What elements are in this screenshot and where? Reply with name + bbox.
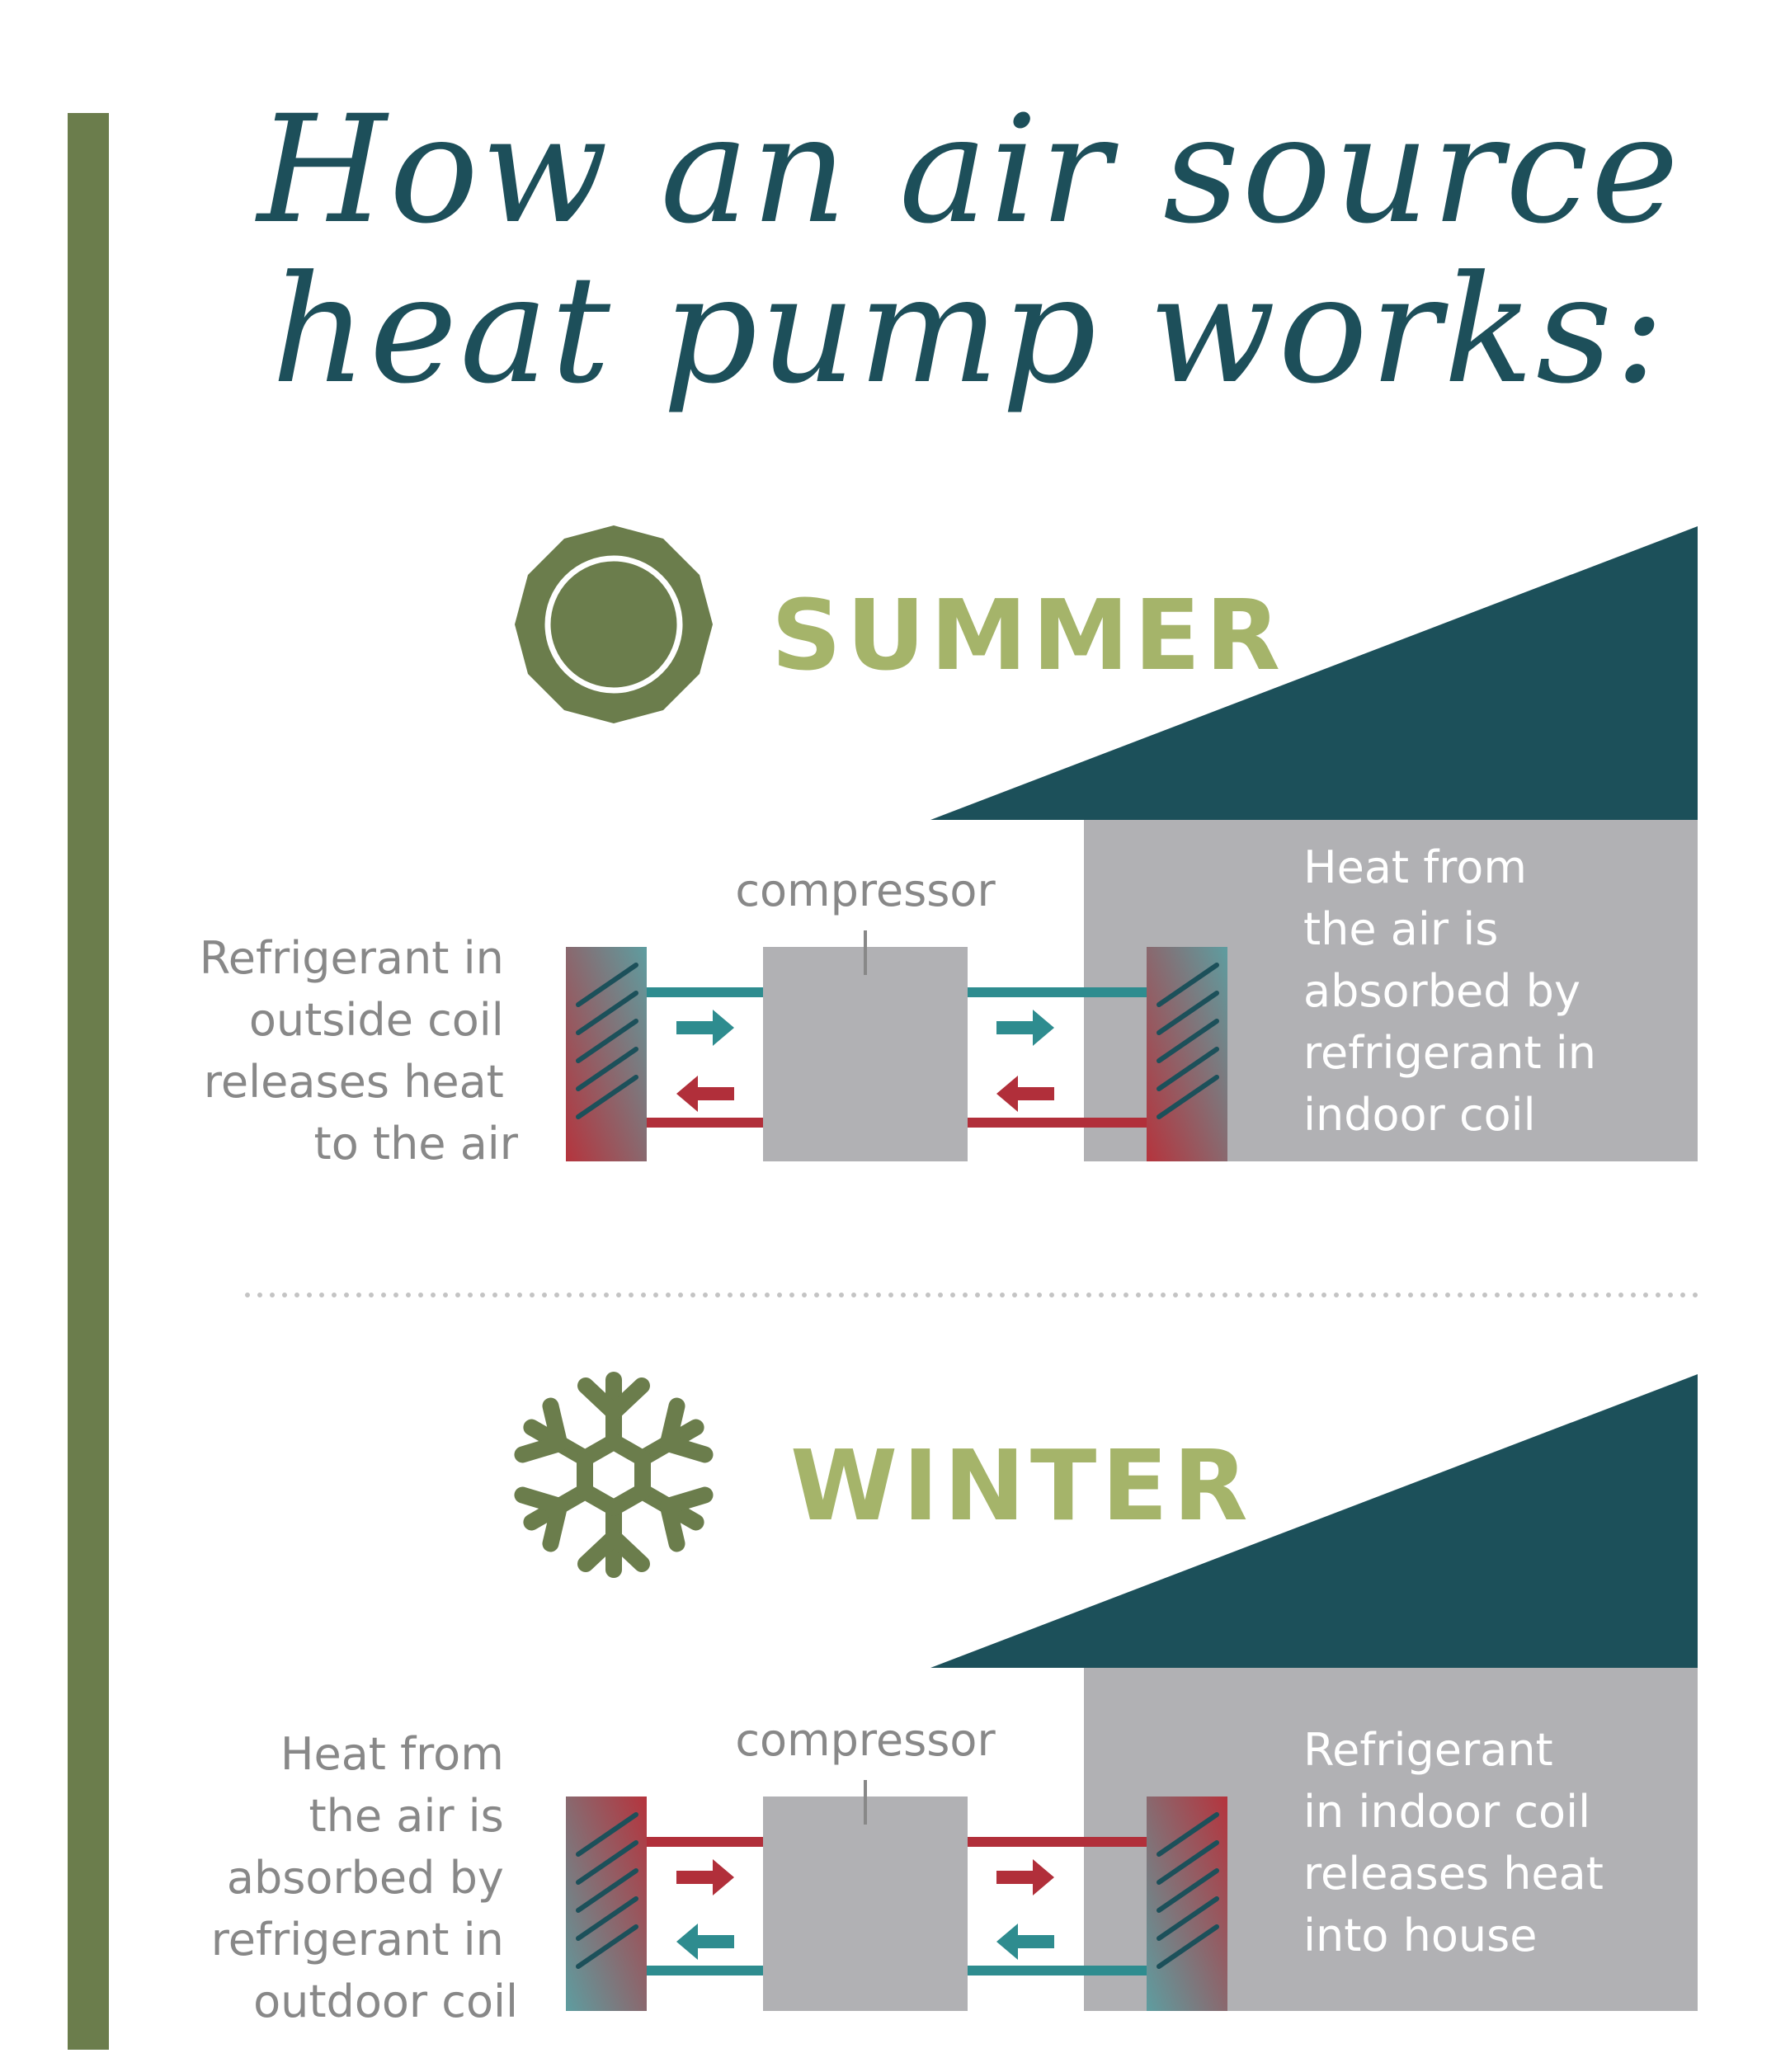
winter-pipe-bottom-left <box>647 1966 763 1975</box>
winter-section: WINTER compressor <box>211 1372 1698 2027</box>
sun-icon <box>515 525 713 723</box>
summer-outdoor-description: Refrigerant in outside coil releases hea… <box>200 932 519 1170</box>
summer-pipe-top-left <box>647 987 763 997</box>
summer-indoor-coil <box>1147 947 1227 1161</box>
winter-indoor-coil <box>1147 1797 1227 2011</box>
winter-label: WINTER <box>790 1429 1253 1542</box>
winter-pipe-bottom-right <box>968 1966 1147 1975</box>
summer-arrow-right-indoor <box>996 1010 1054 1046</box>
summer-arrow-left-indoor <box>996 1076 1054 1112</box>
winter-compressor-label: compressor <box>735 1714 996 1766</box>
winter-pipe-top-right <box>968 1837 1147 1847</box>
summer-arrow-right-outdoor <box>676 1010 734 1046</box>
winter-arrow-right-outdoor <box>676 1859 734 1895</box>
summer-pipe-bottom-right <box>968 1118 1147 1128</box>
winter-arrow-right-indoor <box>996 1859 1054 1895</box>
winter-pipe-top-left <box>647 1837 763 1847</box>
winter-outdoor-coil <box>566 1797 647 2011</box>
summer-outdoor-coil <box>566 947 647 1161</box>
page-title-line-2: heat pump works: <box>271 244 1667 417</box>
winter-arrow-left-outdoor <box>676 1924 734 1960</box>
summer-compressor-label: compressor <box>735 864 996 916</box>
summer-pipe-bottom-left <box>647 1118 763 1128</box>
winter-arrow-left-indoor <box>996 1924 1054 1960</box>
summer-pipe-top-right <box>968 987 1147 997</box>
summer-compressor <box>763 947 968 1161</box>
winter-outdoor-description: Heat from the air is absorbed by refrige… <box>211 1728 518 2027</box>
accent-bar <box>68 113 109 2050</box>
winter-roof <box>930 1374 1698 1668</box>
summer-arrow-left-outdoor <box>676 1076 734 1112</box>
page-title-line-1: How an air source <box>255 84 1681 257</box>
snowflake-icon <box>514 1372 714 1578</box>
winter-compressor <box>763 1797 968 2011</box>
summer-roof <box>930 526 1698 820</box>
summer-indoor-description: Heat from the air is absorbed by refrige… <box>1303 841 1610 1141</box>
summer-label: SUMMER <box>771 578 1285 692</box>
summer-section: SUMMER compressor <box>200 525 1698 1170</box>
winter-indoor-description: Refrigerant in indoor coil releases heat… <box>1303 1724 1618 1961</box>
